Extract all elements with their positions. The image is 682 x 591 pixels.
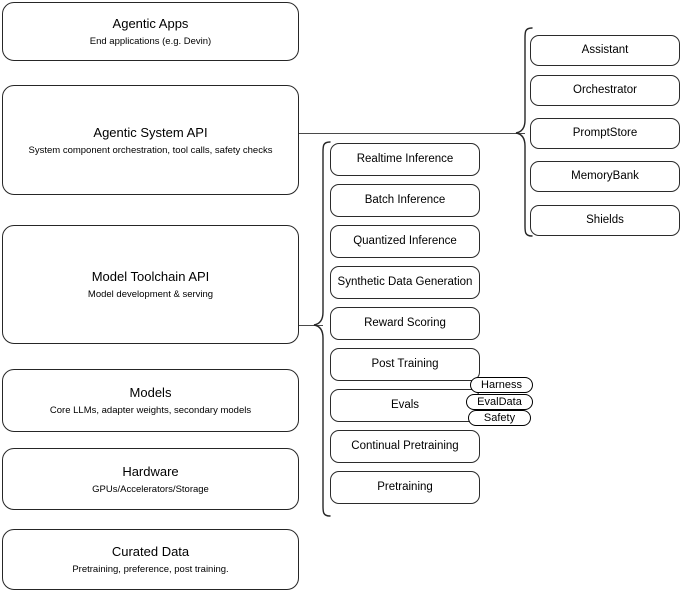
evals-pill-evaldata[interactable]: EvalData	[466, 394, 533, 410]
component-label: PromptStore	[572, 127, 638, 139]
capability-label: Evals	[390, 399, 420, 411]
capability-box-quantized-inference[interactable]: Quantized Inference	[330, 225, 480, 258]
capability-box-evals[interactable]: Evals	[330, 389, 480, 422]
capability-box-batch-inference[interactable]: Batch Inference	[330, 184, 480, 217]
capability-box-continual-pretraining[interactable]: Continual Pretraining	[330, 430, 480, 463]
component-label: MemoryBank	[571, 170, 639, 182]
component-label: Shields	[586, 214, 624, 226]
component-label: Orchestrator	[573, 84, 637, 96]
evals-pill-label: EvalData	[477, 396, 522, 408]
brace-right-column	[514, 26, 534, 240]
layer-box-hardware[interactable]: Hardware GPUs/Accelerators/Storage	[2, 448, 299, 510]
layer-subtitle: GPUs/Accelerators/Storage	[92, 483, 209, 495]
layer-subtitle: System component orchestration, tool cal…	[28, 144, 273, 156]
capability-box-post-training[interactable]: Post Training	[330, 348, 480, 381]
layer-title: Model Toolchain API	[91, 269, 210, 284]
layer-title: Models	[129, 385, 172, 400]
evals-pill-label: Safety	[483, 412, 516, 424]
component-box-promptstore[interactable]: PromptStore	[530, 118, 680, 149]
layer-title: Curated Data	[111, 544, 190, 559]
layer-subtitle: Pretraining, preference, post training.	[72, 564, 229, 575]
layer-subtitle: Model development & serving	[87, 289, 214, 300]
layer-title: Hardware	[122, 463, 179, 479]
component-box-memorybank[interactable]: MemoryBank	[530, 161, 680, 192]
evals-pill-harness[interactable]: Harness	[470, 377, 533, 393]
capability-box-synthetic-data-generation[interactable]: Synthetic Data Generation	[330, 266, 480, 299]
connector-toolchain-to-capabilities	[299, 325, 323, 326]
layer-title: Agentic Apps	[112, 16, 189, 31]
layer-subtitle: End applications (e.g. Devin)	[89, 36, 212, 47]
capability-label: Reward Scoring	[364, 317, 446, 329]
layer-box-model-toolchain-api[interactable]: Model Toolchain API Model development & …	[2, 225, 299, 344]
capability-label: Post Training	[371, 358, 439, 370]
brace-middle-column	[312, 140, 332, 520]
evals-pill-safety[interactable]: Safety	[468, 410, 531, 426]
layer-box-models[interactable]: Models Core LLMs, adapter weights, secon…	[2, 369, 299, 432]
evals-pill-label: Harness	[481, 379, 522, 391]
capability-label: Continual Pretraining	[351, 440, 459, 452]
capability-label: Quantized Inference	[353, 235, 457, 247]
layer-box-agentic-apps[interactable]: Agentic Apps End applications (e.g. Devi…	[2, 2, 299, 61]
capability-box-realtime-inference[interactable]: Realtime Inference	[330, 143, 480, 176]
layer-box-curated-data[interactable]: Curated Data Pretraining, preference, po…	[2, 529, 299, 590]
capability-box-reward-scoring[interactable]: Reward Scoring	[330, 307, 480, 340]
layer-subtitle: Core LLMs, adapter weights, secondary mo…	[49, 405, 252, 416]
component-box-assistant[interactable]: Assistant	[530, 35, 680, 66]
capability-label: Batch Inference	[364, 194, 446, 206]
capability-box-pretraining[interactable]: Pretraining	[330, 471, 480, 504]
capability-label: Synthetic Data Generation	[337, 276, 473, 288]
capability-label: Realtime Inference	[356, 153, 454, 165]
capability-label: Pretraining	[377, 481, 433, 493]
component-box-orchestrator[interactable]: Orchestrator	[530, 75, 680, 106]
component-label: Assistant	[581, 44, 629, 56]
component-box-shields[interactable]: Shields	[530, 205, 680, 236]
connector-system-api-to-components	[299, 133, 525, 134]
layer-box-agentic-system-api[interactable]: Agentic System API System component orch…	[2, 85, 299, 195]
layer-title: Agentic System API	[93, 124, 208, 140]
